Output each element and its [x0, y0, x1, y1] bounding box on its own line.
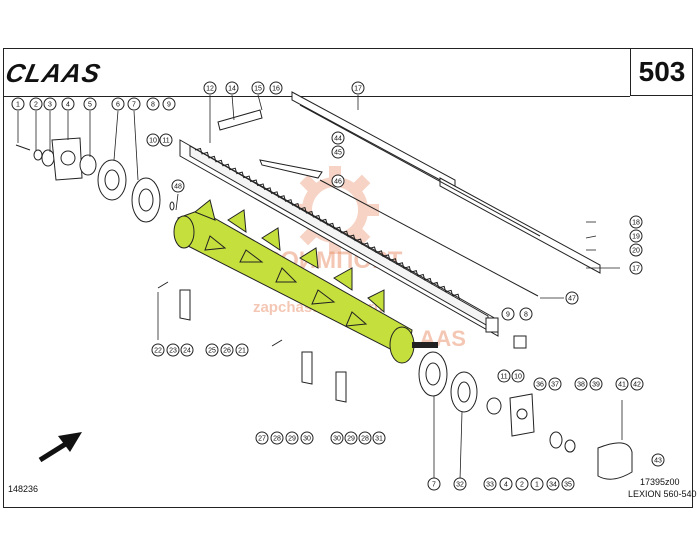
svg-text:35: 35	[564, 482, 572, 489]
svg-text:28: 28	[273, 436, 281, 443]
svg-text:19: 19	[632, 234, 640, 241]
svg-text:16: 16	[272, 86, 280, 93]
svg-text:45: 45	[334, 150, 342, 157]
svg-text:17: 17	[632, 266, 640, 273]
svg-text:17: 17	[354, 86, 362, 93]
svg-text:31: 31	[375, 436, 383, 443]
plate-14	[217, 109, 263, 131]
svg-text:23: 23	[169, 348, 177, 355]
svg-text:29: 29	[347, 436, 355, 443]
footer-model: LEXION 560-540	[628, 489, 697, 499]
svg-text:7: 7	[132, 102, 136, 109]
svg-text:18: 18	[632, 220, 640, 227]
callout-markers: 1 2 3 4 5 6 7 8 9 10 11 12 14 15 16 17 4…	[11, 81, 665, 491]
strip-17	[291, 91, 601, 274]
svg-text:41: 41	[618, 382, 626, 389]
svg-text:37: 37	[551, 382, 559, 389]
direction-arrow	[38, 432, 82, 463]
svg-text:9: 9	[506, 312, 510, 319]
svg-text:33: 33	[486, 482, 494, 489]
svg-text:48: 48	[174, 184, 182, 191]
svg-text:42: 42	[633, 382, 641, 389]
svg-text:9: 9	[167, 102, 171, 109]
svg-text:20: 20	[632, 248, 640, 255]
svg-text:27: 27	[258, 436, 266, 443]
svg-text:8: 8	[524, 312, 528, 319]
svg-text:1: 1	[16, 102, 20, 109]
svg-text:12: 12	[206, 86, 214, 93]
svg-text:11: 11	[162, 138, 169, 145]
svg-text:21: 21	[238, 348, 246, 355]
auger-shaft	[173, 199, 438, 364]
svg-text:10: 10	[514, 374, 522, 381]
svg-text:14: 14	[228, 86, 236, 93]
svg-text:26: 26	[223, 348, 231, 355]
page-number: 503	[630, 48, 693, 96]
svg-text:10: 10	[149, 138, 157, 145]
footer-drawing-code: 17395z00	[640, 477, 680, 487]
footer-left-code: 148236	[8, 484, 39, 494]
svg-text:6: 6	[116, 102, 120, 109]
svg-text:3: 3	[48, 102, 52, 109]
svg-text:30: 30	[303, 436, 311, 443]
svg-text:28: 28	[361, 436, 369, 443]
svg-text:1: 1	[535, 482, 539, 489]
svg-text:8: 8	[151, 102, 155, 109]
svg-text:29: 29	[288, 436, 296, 443]
leader-lines	[17, 94, 623, 481]
svg-text:44: 44	[334, 136, 342, 143]
svg-text:7: 7	[432, 482, 436, 489]
svg-text:46: 46	[334, 179, 342, 186]
svg-text:15: 15	[254, 86, 262, 93]
right-bearing-assembly	[418, 317, 633, 480]
blade-parts	[157, 281, 347, 403]
svg-text:39: 39	[592, 382, 600, 389]
svg-text:22: 22	[154, 348, 162, 355]
svg-text:4: 4	[504, 482, 508, 489]
svg-text:25: 25	[208, 348, 216, 355]
svg-text:2: 2	[34, 102, 38, 109]
svg-text:4: 4	[66, 102, 70, 109]
header-divider	[3, 96, 630, 97]
svg-text:34: 34	[549, 482, 557, 489]
svg-text:24: 24	[183, 348, 191, 355]
lever-46	[259, 159, 323, 179]
rod-47	[319, 179, 539, 297]
svg-text:36: 36	[536, 382, 544, 389]
svg-text:30: 30	[333, 436, 341, 443]
diagram-frame	[3, 48, 693, 508]
toothed-bar-12	[179, 139, 499, 337]
left-bearing-assembly	[15, 137, 175, 223]
svg-text:2: 2	[520, 482, 524, 489]
svg-text:32: 32	[456, 482, 464, 489]
svg-text:11: 11	[500, 374, 507, 381]
svg-text:47: 47	[568, 296, 576, 303]
svg-text:38: 38	[577, 382, 585, 389]
svg-text:43: 43	[654, 458, 662, 465]
svg-text:5: 5	[88, 102, 92, 109]
